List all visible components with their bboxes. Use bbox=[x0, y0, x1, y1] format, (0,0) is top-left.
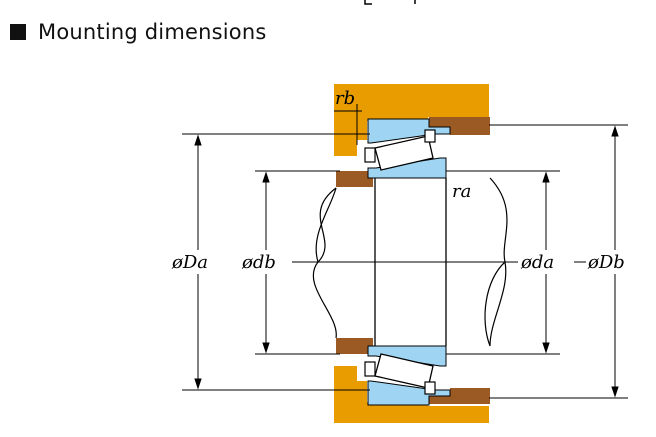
shoulder-bottom-right bbox=[450, 388, 490, 404]
shaft-break-left bbox=[312, 187, 337, 339]
label-db: ødb bbox=[241, 252, 276, 273]
label-ra: ra bbox=[452, 181, 471, 202]
shoulder-bottom-left bbox=[336, 338, 373, 354]
shoulder-top-right-inner bbox=[429, 117, 450, 127]
label-Db: øDb bbox=[587, 252, 625, 273]
shoulder-bottom-right-inner bbox=[429, 396, 450, 404]
housing-bottom bbox=[334, 366, 489, 423]
bearing-bottom bbox=[364, 345, 451, 406]
bearing-top bbox=[364, 118, 451, 179]
label-da: øda bbox=[520, 252, 554, 273]
label-Da: øDa bbox=[171, 252, 208, 273]
label-rb: rb bbox=[335, 88, 355, 109]
shoulder-top-left bbox=[336, 171, 373, 187]
section-header: Mounting dimensions bbox=[10, 19, 267, 45]
bullet-square-icon bbox=[10, 24, 26, 40]
section-title: Mounting dimensions bbox=[38, 20, 267, 44]
cutoff-glyph bbox=[364, 0, 372, 5]
shoulder-top-right bbox=[450, 117, 490, 135]
